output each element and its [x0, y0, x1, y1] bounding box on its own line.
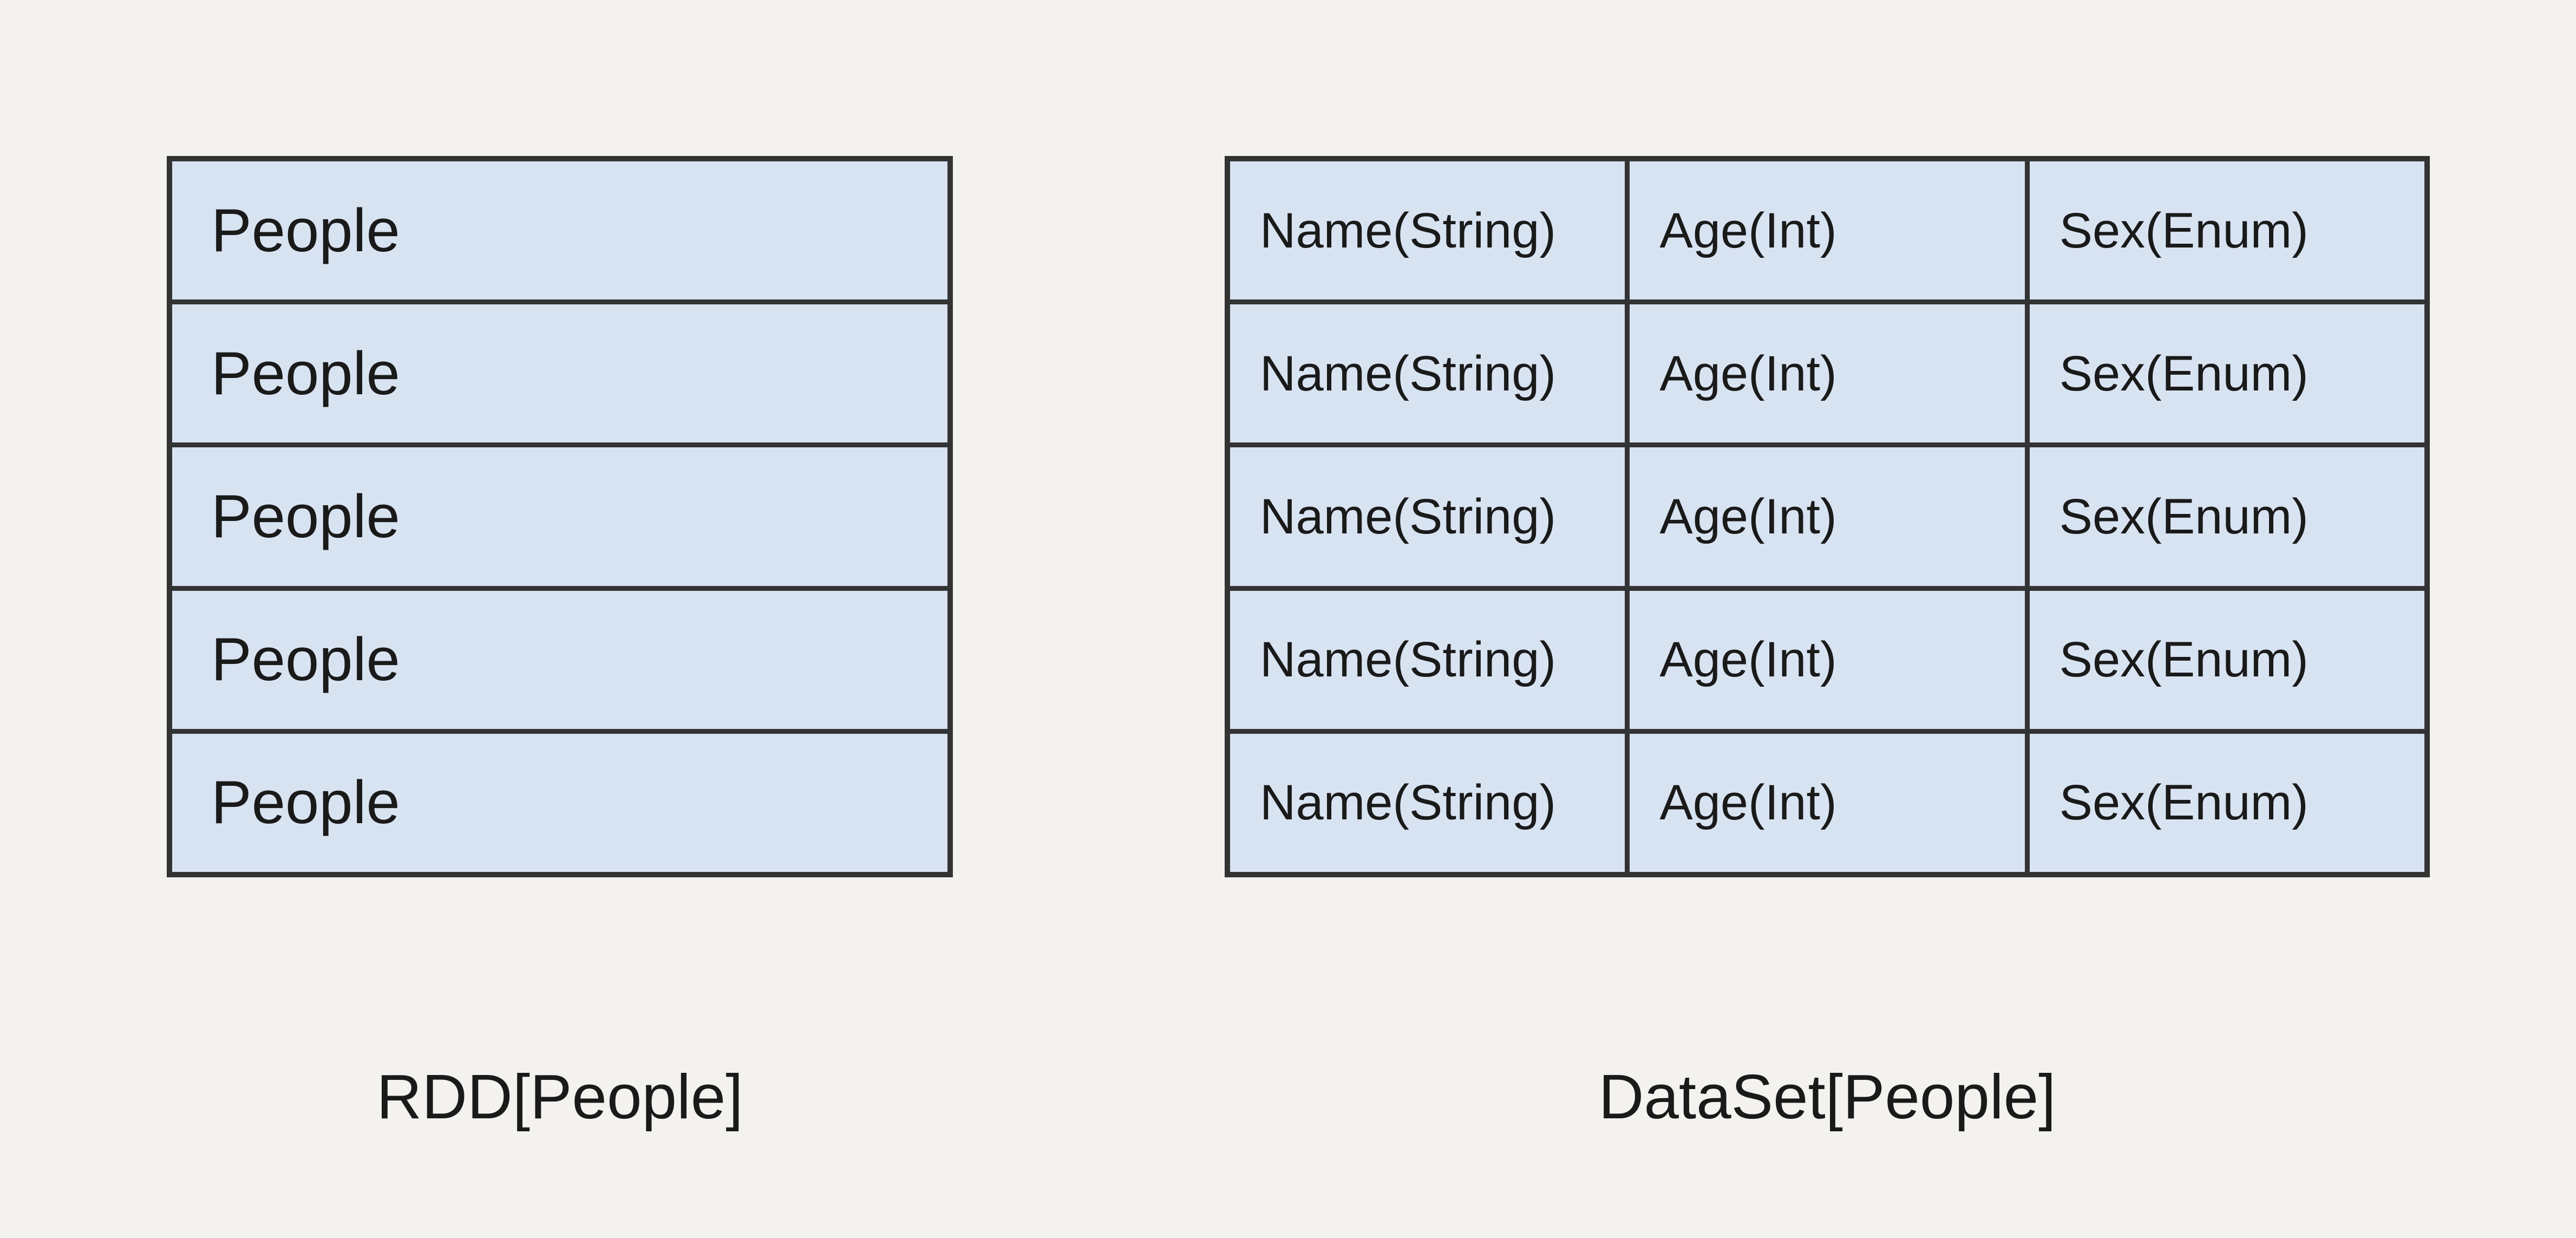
dataset-cell: Sex(Enum) [2029, 733, 2424, 872]
dataset-cell: Age(Int) [1630, 590, 2025, 729]
dataset-cell: Name(String) [1230, 447, 1625, 586]
rdd-row: People [172, 304, 947, 443]
dataset-table: Name(String) Age(Int) Sex(Enum) Name(Str… [1225, 156, 2430, 877]
rdd-row: People [172, 590, 947, 729]
dataset-cell: Sex(Enum) [2029, 304, 2424, 443]
dataset-cell: Age(Int) [1630, 733, 2025, 872]
dataset-cell: Sex(Enum) [2029, 161, 2424, 300]
rdd-row: People [172, 447, 947, 586]
rdd-label: RDD[People] [376, 1061, 743, 1132]
dataset-cell: Age(Int) [1630, 161, 2025, 300]
dataset-cell: Sex(Enum) [2029, 447, 2424, 586]
dataset-cell: Name(String) [1230, 590, 1625, 729]
dataset-cell: Name(String) [1230, 304, 1625, 443]
dataset-cell: Name(String) [1230, 161, 1625, 300]
rdd-row: People [172, 733, 947, 872]
dataset-label: DataSet[People] [1598, 1061, 2056, 1132]
dataset-cell: Name(String) [1230, 733, 1625, 872]
rdd-table: People People People People People [167, 156, 953, 877]
dataset-cell: Sex(Enum) [2029, 590, 2424, 729]
dataset-cell: Age(Int) [1630, 447, 2025, 586]
rdd-row: People [172, 161, 947, 300]
dataset-cell: Age(Int) [1630, 304, 2025, 443]
